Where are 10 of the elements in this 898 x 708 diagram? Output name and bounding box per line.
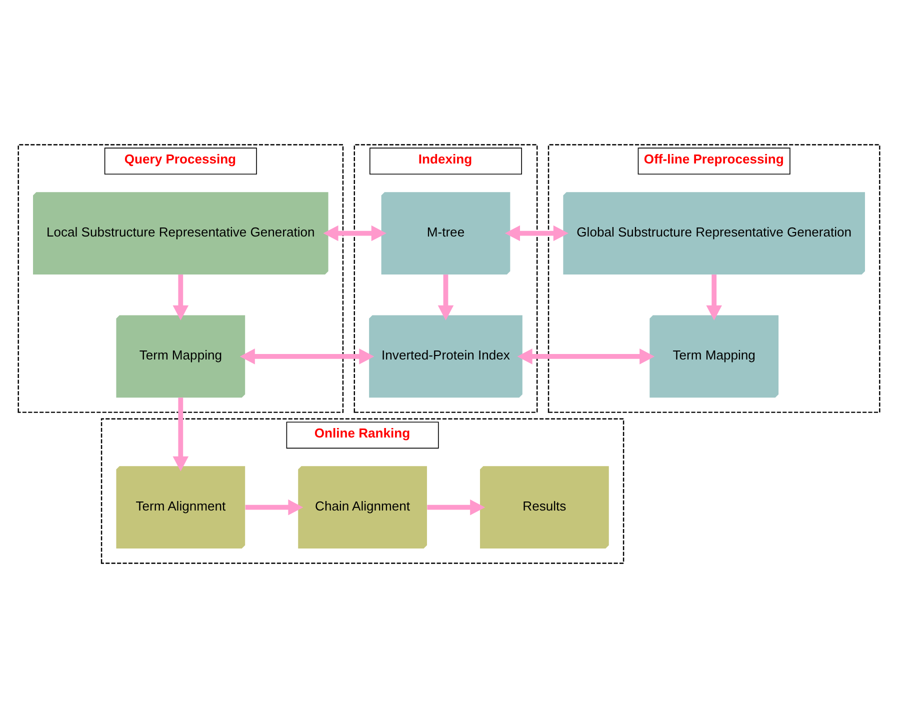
arrow — [245, 499, 304, 516]
arrow — [438, 274, 454, 320]
arrow — [240, 348, 374, 364]
arrow — [172, 274, 189, 320]
arrow — [504, 225, 568, 242]
arrow — [517, 348, 655, 364]
arrow — [323, 225, 386, 242]
arrow — [706, 274, 722, 320]
arrow — [427, 499, 486, 516]
arrow — [172, 398, 189, 472]
